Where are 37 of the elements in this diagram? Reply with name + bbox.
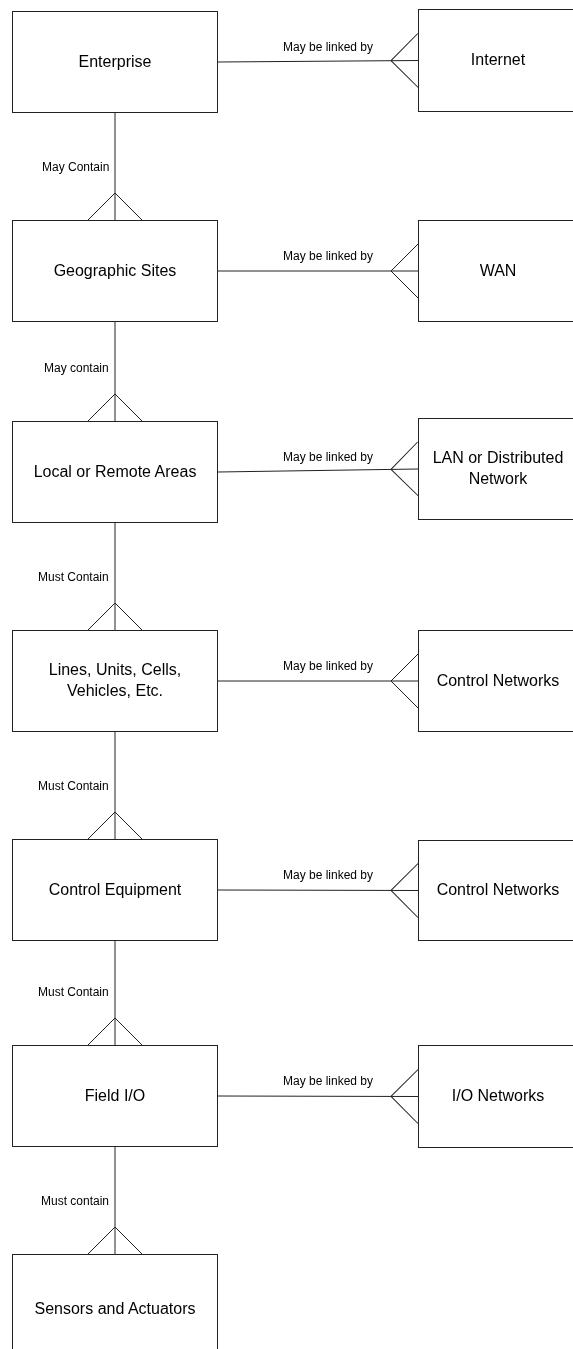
entity-box: Control Networks bbox=[418, 840, 573, 941]
entity-box: Sensors and Actuators bbox=[12, 1254, 218, 1349]
edge-label: May contain bbox=[42, 361, 111, 375]
edge-label: May Contain bbox=[40, 160, 112, 174]
crows-foot-line bbox=[217, 441, 419, 497]
edge-label: May be linked by bbox=[281, 868, 376, 882]
edge-label: Must Contain bbox=[36, 779, 111, 793]
crows-foot-line bbox=[87, 731, 143, 840]
edge-label: Must contain bbox=[39, 1194, 112, 1208]
entity-box: Enterprise bbox=[12, 11, 218, 113]
entity-box: Field I/O bbox=[12, 1045, 218, 1147]
edge-label: May be linked by bbox=[281, 450, 376, 464]
crows-foot-line bbox=[87, 321, 143, 422]
crows-foot-line bbox=[87, 112, 143, 221]
entity-box: Geographic Sites bbox=[12, 220, 218, 322]
edge-label: May be linked by bbox=[281, 659, 376, 673]
edge-label: Must Contain bbox=[36, 570, 111, 584]
crows-foot-line bbox=[217, 243, 419, 299]
entity-box: I/O Networks bbox=[418, 1045, 573, 1148]
entity-box: Control Networks bbox=[418, 630, 573, 732]
crows-foot-line bbox=[217, 653, 419, 709]
edge-label: Must Contain bbox=[36, 985, 111, 999]
crows-foot-line bbox=[87, 522, 143, 631]
crows-foot-line bbox=[217, 1069, 419, 1124]
entity-box: Internet bbox=[418, 9, 573, 112]
edge-label: May be linked by bbox=[281, 1074, 376, 1088]
edge-label: May be linked by bbox=[281, 40, 376, 54]
entity-box: Lines, Units, Cells, Vehicles, Etc. bbox=[12, 630, 218, 732]
crows-foot-line bbox=[217, 33, 419, 88]
edge-label: May be linked by bbox=[281, 249, 376, 263]
entity-box: Local or Remote Areas bbox=[12, 421, 218, 523]
entity-box: LAN or Distributed Network bbox=[418, 418, 573, 520]
crows-foot-line bbox=[87, 940, 143, 1046]
crows-foot-line bbox=[217, 863, 419, 918]
entity-box: Control Equipment bbox=[12, 839, 218, 941]
entity-box: WAN bbox=[418, 220, 573, 322]
crows-foot-line bbox=[87, 1146, 143, 1255]
